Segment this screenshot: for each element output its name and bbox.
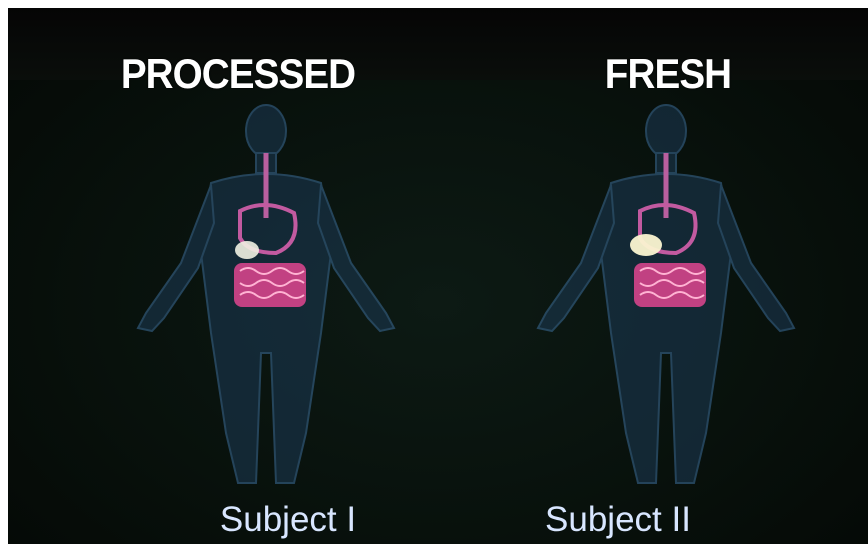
body-figure-subject-1 (116, 103, 416, 503)
heading-fresh: FRESH (539, 50, 797, 98)
heading-processed: PROCESSED (109, 50, 367, 98)
subject-label-2: Subject II (508, 500, 728, 540)
subject-label-1: Subject I (178, 500, 398, 540)
body-figure-subject-2 (516, 103, 816, 503)
video-frame: PROCESSED FRESH (8, 8, 868, 544)
